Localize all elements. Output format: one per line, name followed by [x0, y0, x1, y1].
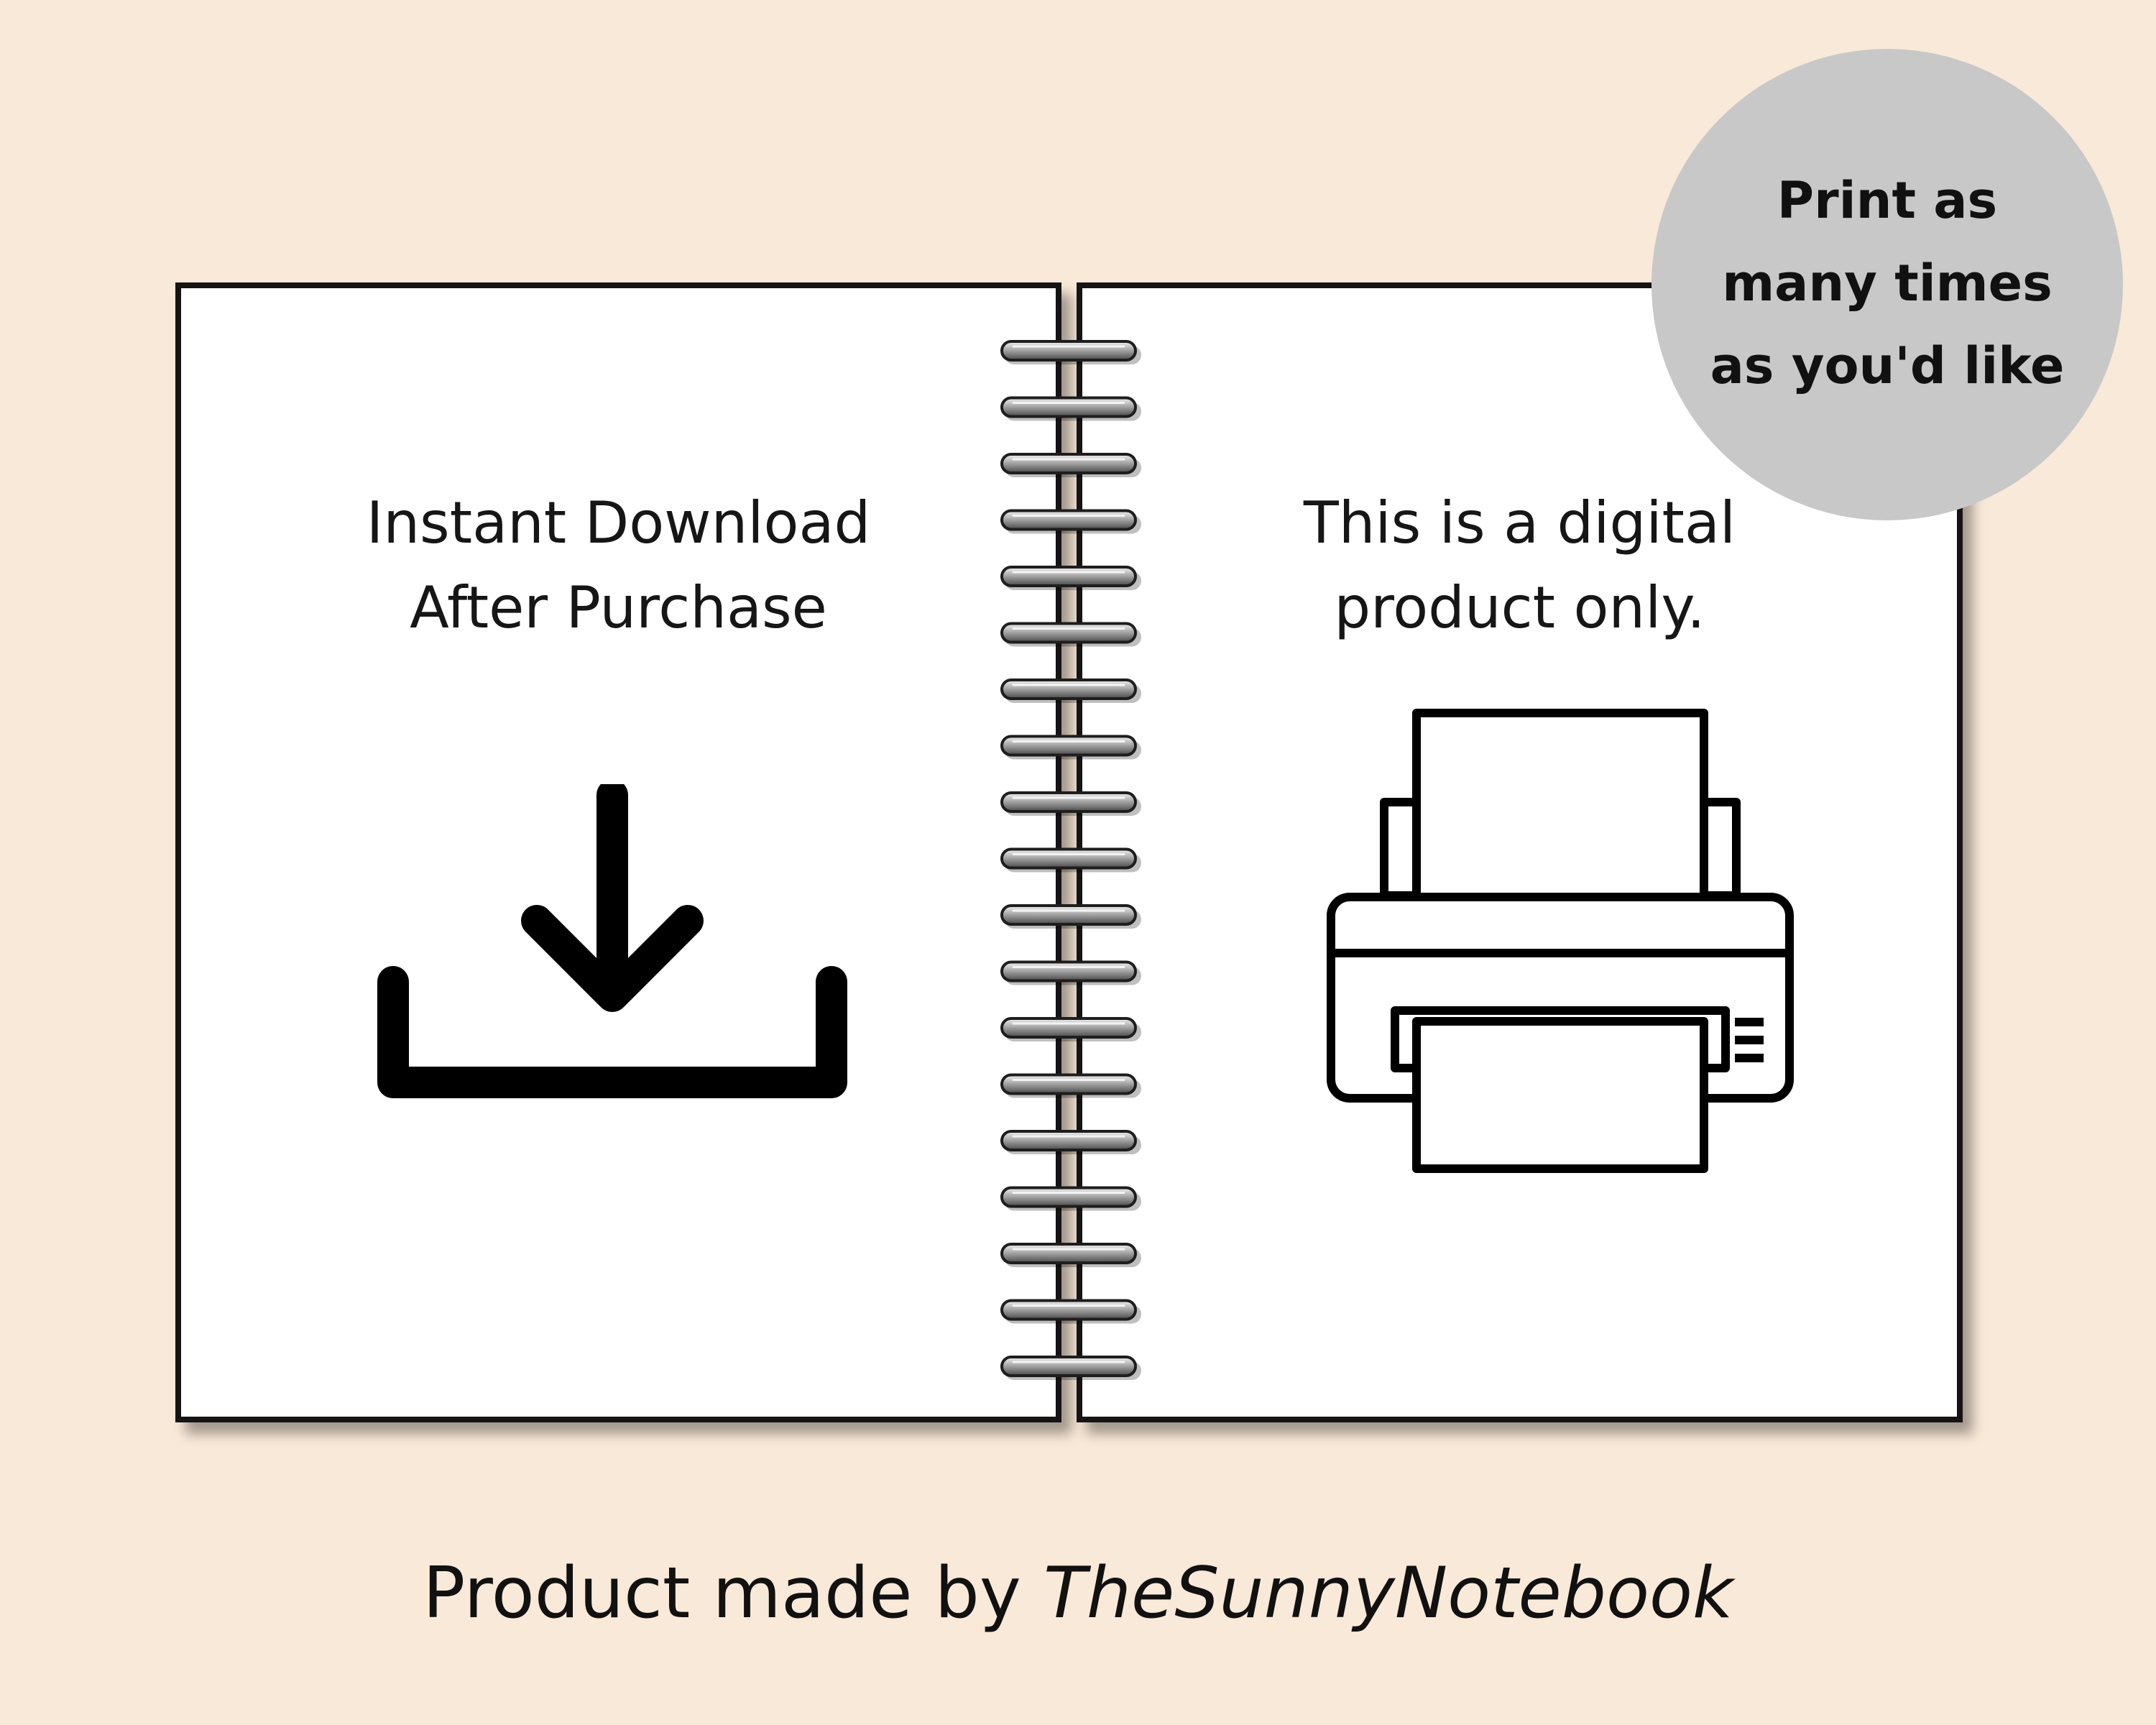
spiral-ring [1000, 1073, 1141, 1098]
brand-name: TheSunnyNotebook [1044, 1552, 1733, 1634]
left-page: Instant Download After Purchase [175, 282, 1061, 1422]
spiral-ring [1000, 1356, 1141, 1380]
spiral-ring [1000, 678, 1141, 703]
spiral-ring [1000, 1017, 1141, 1041]
digital-product-caption: This is a digital product only. [1303, 489, 1736, 641]
print-badge: Print as many times as you'd like [1651, 49, 2123, 520]
spiral-ring [1000, 1299, 1141, 1324]
spiral-ring [1000, 1243, 1141, 1267]
spiral-ring [1000, 847, 1141, 873]
badge-text: Print as many times as you'd like [1710, 170, 2065, 395]
spiral-ring [1000, 509, 1141, 534]
spiral-ring [1000, 1130, 1141, 1154]
spiral-ring [1000, 904, 1141, 929]
download-caption: Instant Download After Purchase [366, 489, 871, 641]
spiral-ring [1000, 791, 1141, 816]
spiral-ring [1000, 396, 1141, 421]
spiral-ring [1000, 340, 1141, 364]
printer-icon [1327, 709, 1794, 1173]
spiral-ring [1000, 1186, 1141, 1211]
footer-prefix: Product made by [423, 1552, 1044, 1634]
spiral-ring [1000, 622, 1141, 647]
spiral-ring [1000, 960, 1141, 985]
spiral-ring [1000, 453, 1141, 477]
spiral-ring [1000, 735, 1141, 760]
download-icon [377, 784, 847, 1098]
spiral-binding [1000, 340, 1141, 1380]
footer-credit: Product made by TheSunnyNotebook [0, 1552, 2156, 1634]
spiral-ring [1000, 566, 1141, 590]
